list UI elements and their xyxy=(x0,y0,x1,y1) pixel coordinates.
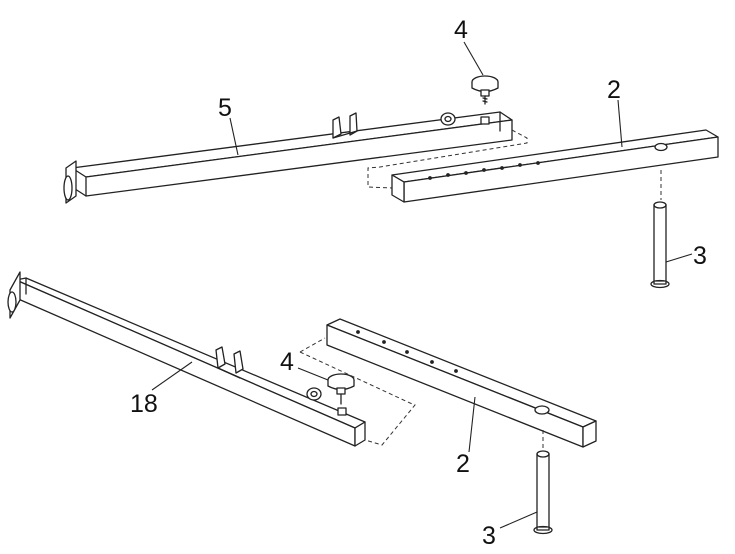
callout-bottom-main-tube: 18 xyxy=(130,390,158,418)
part-4-knob xyxy=(471,75,499,105)
part-5-main-tube xyxy=(63,111,513,204)
callout-bottom-extension: 2 xyxy=(456,450,470,478)
part-3-leg xyxy=(650,201,670,289)
part-2-extension-bottom xyxy=(326,318,597,448)
callout-top-extension: 2 xyxy=(607,76,621,104)
part-2-extension xyxy=(391,129,719,203)
callout-top-knob: 4 xyxy=(454,16,468,44)
part-4-knob-bottom xyxy=(327,373,355,405)
callout-top-leg: 3 xyxy=(693,242,707,270)
part-18-main-tube xyxy=(7,271,366,447)
callout-bottom-knob: 4 xyxy=(280,348,294,376)
callout-bottom-leg: 3 xyxy=(482,522,496,549)
callout-top-main-tube: 5 xyxy=(218,94,232,122)
part-3-leg-bottom xyxy=(533,450,553,535)
